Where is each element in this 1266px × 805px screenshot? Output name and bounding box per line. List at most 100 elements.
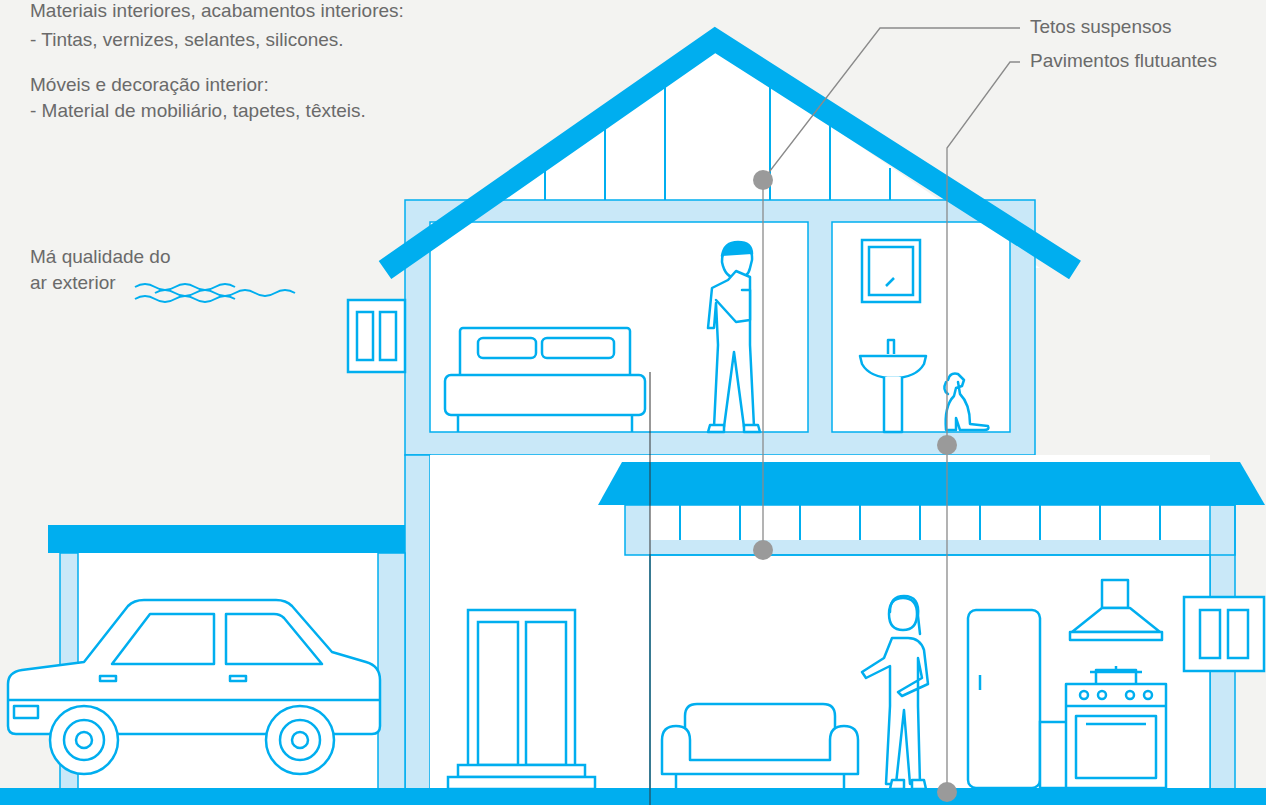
upper-floor-walls xyxy=(405,200,1035,455)
car xyxy=(292,732,308,748)
ground-line xyxy=(0,788,1266,805)
sink xyxy=(884,377,902,432)
upper-floor-walls xyxy=(832,222,1010,432)
lower-floor xyxy=(405,455,430,795)
air-waves xyxy=(135,284,295,302)
lower-floor xyxy=(859,505,861,540)
furniture-heading: Móveis e decoração interior: xyxy=(30,72,269,98)
lower-floor xyxy=(680,505,1160,540)
man-figure xyxy=(716,290,750,322)
stove xyxy=(1098,691,1106,699)
leader-dot xyxy=(753,540,773,560)
leader-line xyxy=(763,28,1020,180)
car xyxy=(112,614,214,664)
window xyxy=(380,312,396,360)
car xyxy=(226,614,322,664)
air-waves xyxy=(135,296,235,302)
stove xyxy=(1066,666,1166,788)
floor-callout: Pavimentos flutuantes xyxy=(1030,48,1217,74)
upper-floor-walls xyxy=(405,200,1035,455)
mirror xyxy=(869,247,913,295)
door xyxy=(478,622,518,765)
bed xyxy=(457,415,460,432)
sink xyxy=(888,340,894,354)
man-figure xyxy=(708,242,760,432)
car xyxy=(100,676,116,681)
car xyxy=(280,720,320,760)
leader-dot xyxy=(753,170,773,190)
car xyxy=(64,720,104,760)
sink xyxy=(860,356,926,378)
stove xyxy=(1066,684,1166,788)
car xyxy=(230,676,246,681)
window xyxy=(1184,597,1264,671)
man-figure xyxy=(708,425,724,432)
stove xyxy=(1090,671,1142,674)
range-hood xyxy=(1070,632,1162,640)
garage xyxy=(378,553,405,790)
lower-floor xyxy=(1159,505,1161,540)
man-figure xyxy=(744,425,760,432)
window xyxy=(1228,610,1248,658)
leader-line xyxy=(762,180,763,550)
stove xyxy=(1115,666,1118,670)
garage xyxy=(48,525,405,553)
sofa xyxy=(662,726,858,774)
bed xyxy=(445,328,645,432)
main-roof xyxy=(385,40,1075,270)
range-hood xyxy=(1070,580,1162,640)
bed xyxy=(542,338,614,358)
mirror xyxy=(862,240,920,302)
door xyxy=(458,765,585,777)
leader-dot xyxy=(937,435,957,455)
lower-floor xyxy=(650,505,1210,540)
material-heading: Materiais interiores, acabamentos interi… xyxy=(30,0,404,24)
mirror xyxy=(886,278,894,286)
upper-floor-walls xyxy=(405,200,1035,455)
bed xyxy=(460,328,630,378)
attic xyxy=(545,84,890,200)
lower-floor xyxy=(979,505,981,540)
attic xyxy=(664,84,666,200)
upper-floor-walls xyxy=(405,200,1035,455)
man-figure xyxy=(708,271,754,427)
window xyxy=(1200,610,1220,658)
lower-floor xyxy=(679,505,681,540)
mirror xyxy=(862,240,920,302)
woman-figure xyxy=(890,780,904,789)
lower-floor xyxy=(799,505,801,540)
window xyxy=(357,312,373,360)
man-figure xyxy=(722,242,752,256)
air-waves xyxy=(135,284,235,290)
stove xyxy=(1066,705,1166,708)
lower-floor xyxy=(919,505,921,540)
door xyxy=(526,622,566,765)
leader-line xyxy=(763,28,1020,792)
attic xyxy=(829,126,831,200)
stove xyxy=(1126,691,1134,699)
material-list: - Tintas, vernizes, selantes, silicones. xyxy=(30,27,344,53)
lower-floor xyxy=(405,455,1265,795)
car xyxy=(8,600,380,774)
lower-floor xyxy=(650,555,1210,790)
bed xyxy=(478,338,536,358)
car xyxy=(50,706,118,774)
attic xyxy=(544,170,546,200)
lower-floor xyxy=(598,462,1265,505)
leader-line-dark xyxy=(650,372,651,805)
dog xyxy=(944,374,988,430)
fridge xyxy=(1040,722,1068,788)
upper-floor-walls xyxy=(832,222,1010,432)
dog xyxy=(946,374,989,430)
stove xyxy=(1144,691,1152,699)
sink xyxy=(860,340,926,432)
stove xyxy=(1086,723,1146,726)
lower-floor xyxy=(1099,505,1101,540)
attic xyxy=(604,126,606,200)
upper-floor-walls xyxy=(430,222,808,432)
lower-floor xyxy=(625,505,1235,555)
fridge xyxy=(968,610,1040,788)
stove xyxy=(1080,691,1088,699)
lower-floor xyxy=(739,505,741,540)
